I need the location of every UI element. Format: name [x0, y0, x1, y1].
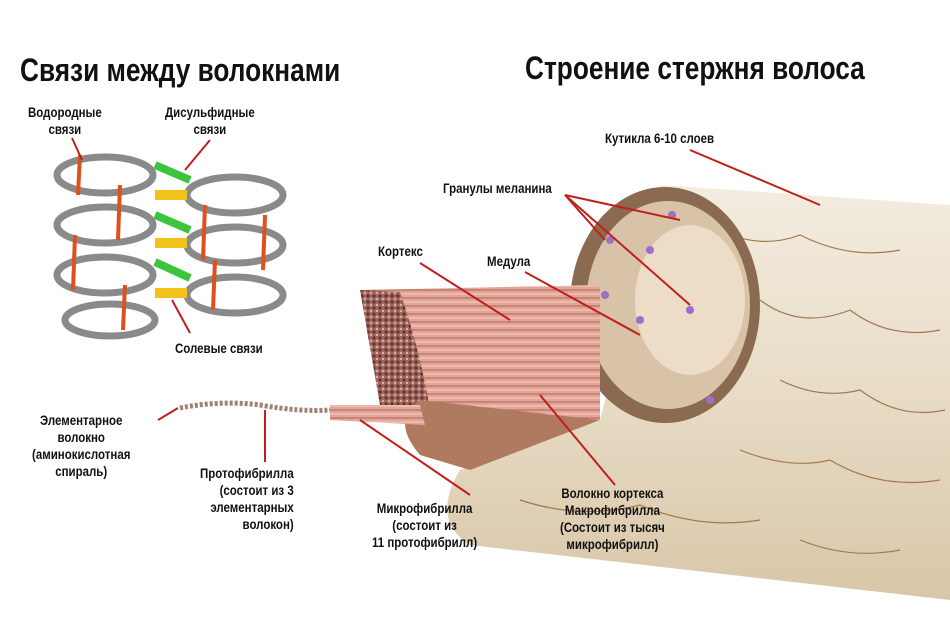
protofibril-strand	[179, 400, 331, 413]
salt-bonds	[155, 190, 187, 298]
label-salt-bonds: Солевые связи	[175, 340, 263, 356]
pointer-lines	[71, 137, 821, 496]
left-title: Связи между волокнами	[20, 52, 341, 88]
label-cuticle: Кутикла 6-10 слоев	[605, 130, 715, 146]
label-cortex: Кортекс	[378, 243, 423, 259]
label-medulla: Медула	[487, 253, 531, 269]
disulfide-bonds	[153, 161, 192, 282]
label-melanin: Гранулы меланина	[443, 180, 552, 196]
hair-shaft	[330, 185, 950, 600]
right-title: Строение стержня волоса	[525, 50, 865, 86]
hydrogen-bonds	[71, 154, 267, 331]
